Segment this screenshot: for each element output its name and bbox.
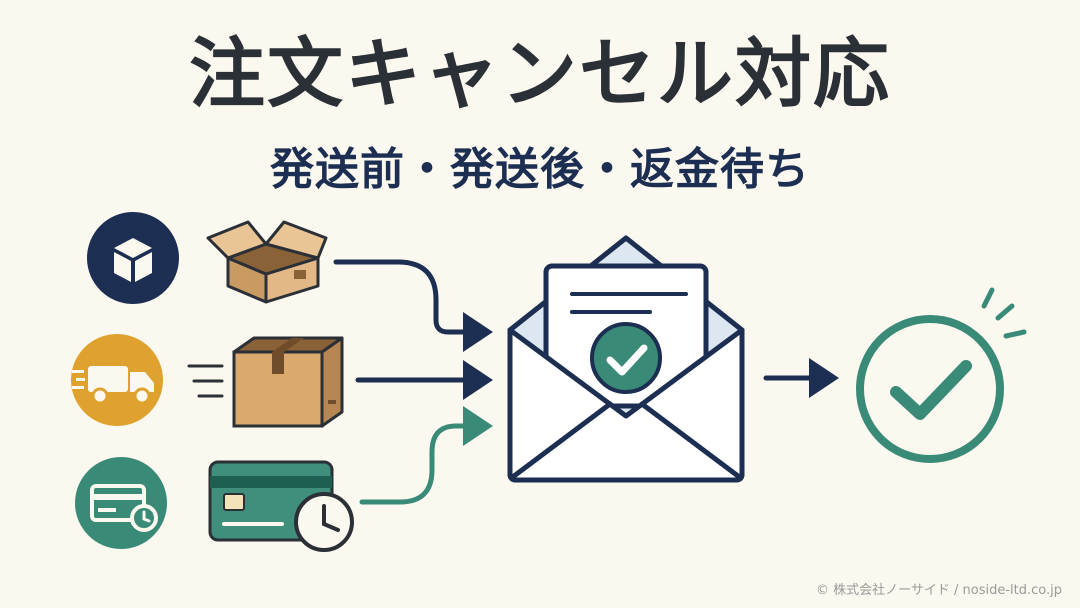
box-icon [114, 238, 152, 282]
open-box-icon [206, 220, 328, 304]
copyright-footer: © 株式会社ノーサイド / noside-ltd.co.jp [816, 583, 1062, 598]
pre-shipment-badge [87, 212, 179, 304]
closed-box-icon [232, 336, 344, 428]
check-circle-icon [856, 287, 1027, 463]
clock-icon [294, 492, 354, 552]
arrow-pre-shipment [333, 259, 493, 352]
truck-icon [72, 366, 154, 405]
speed-lines [187, 364, 224, 398]
page-title: 注文キャンセル対応 [189, 29, 891, 118]
envelope-check-icon [507, 235, 745, 483]
post-shipment-badge [71, 334, 163, 426]
sparkle-lines [981, 287, 1027, 339]
card-clock-icon [90, 484, 158, 532]
refund-pending-badge [75, 457, 167, 549]
page-subtitle: 発送前・発送後・返金待ち [270, 144, 810, 195]
arrow-refund-pending [359, 406, 493, 505]
